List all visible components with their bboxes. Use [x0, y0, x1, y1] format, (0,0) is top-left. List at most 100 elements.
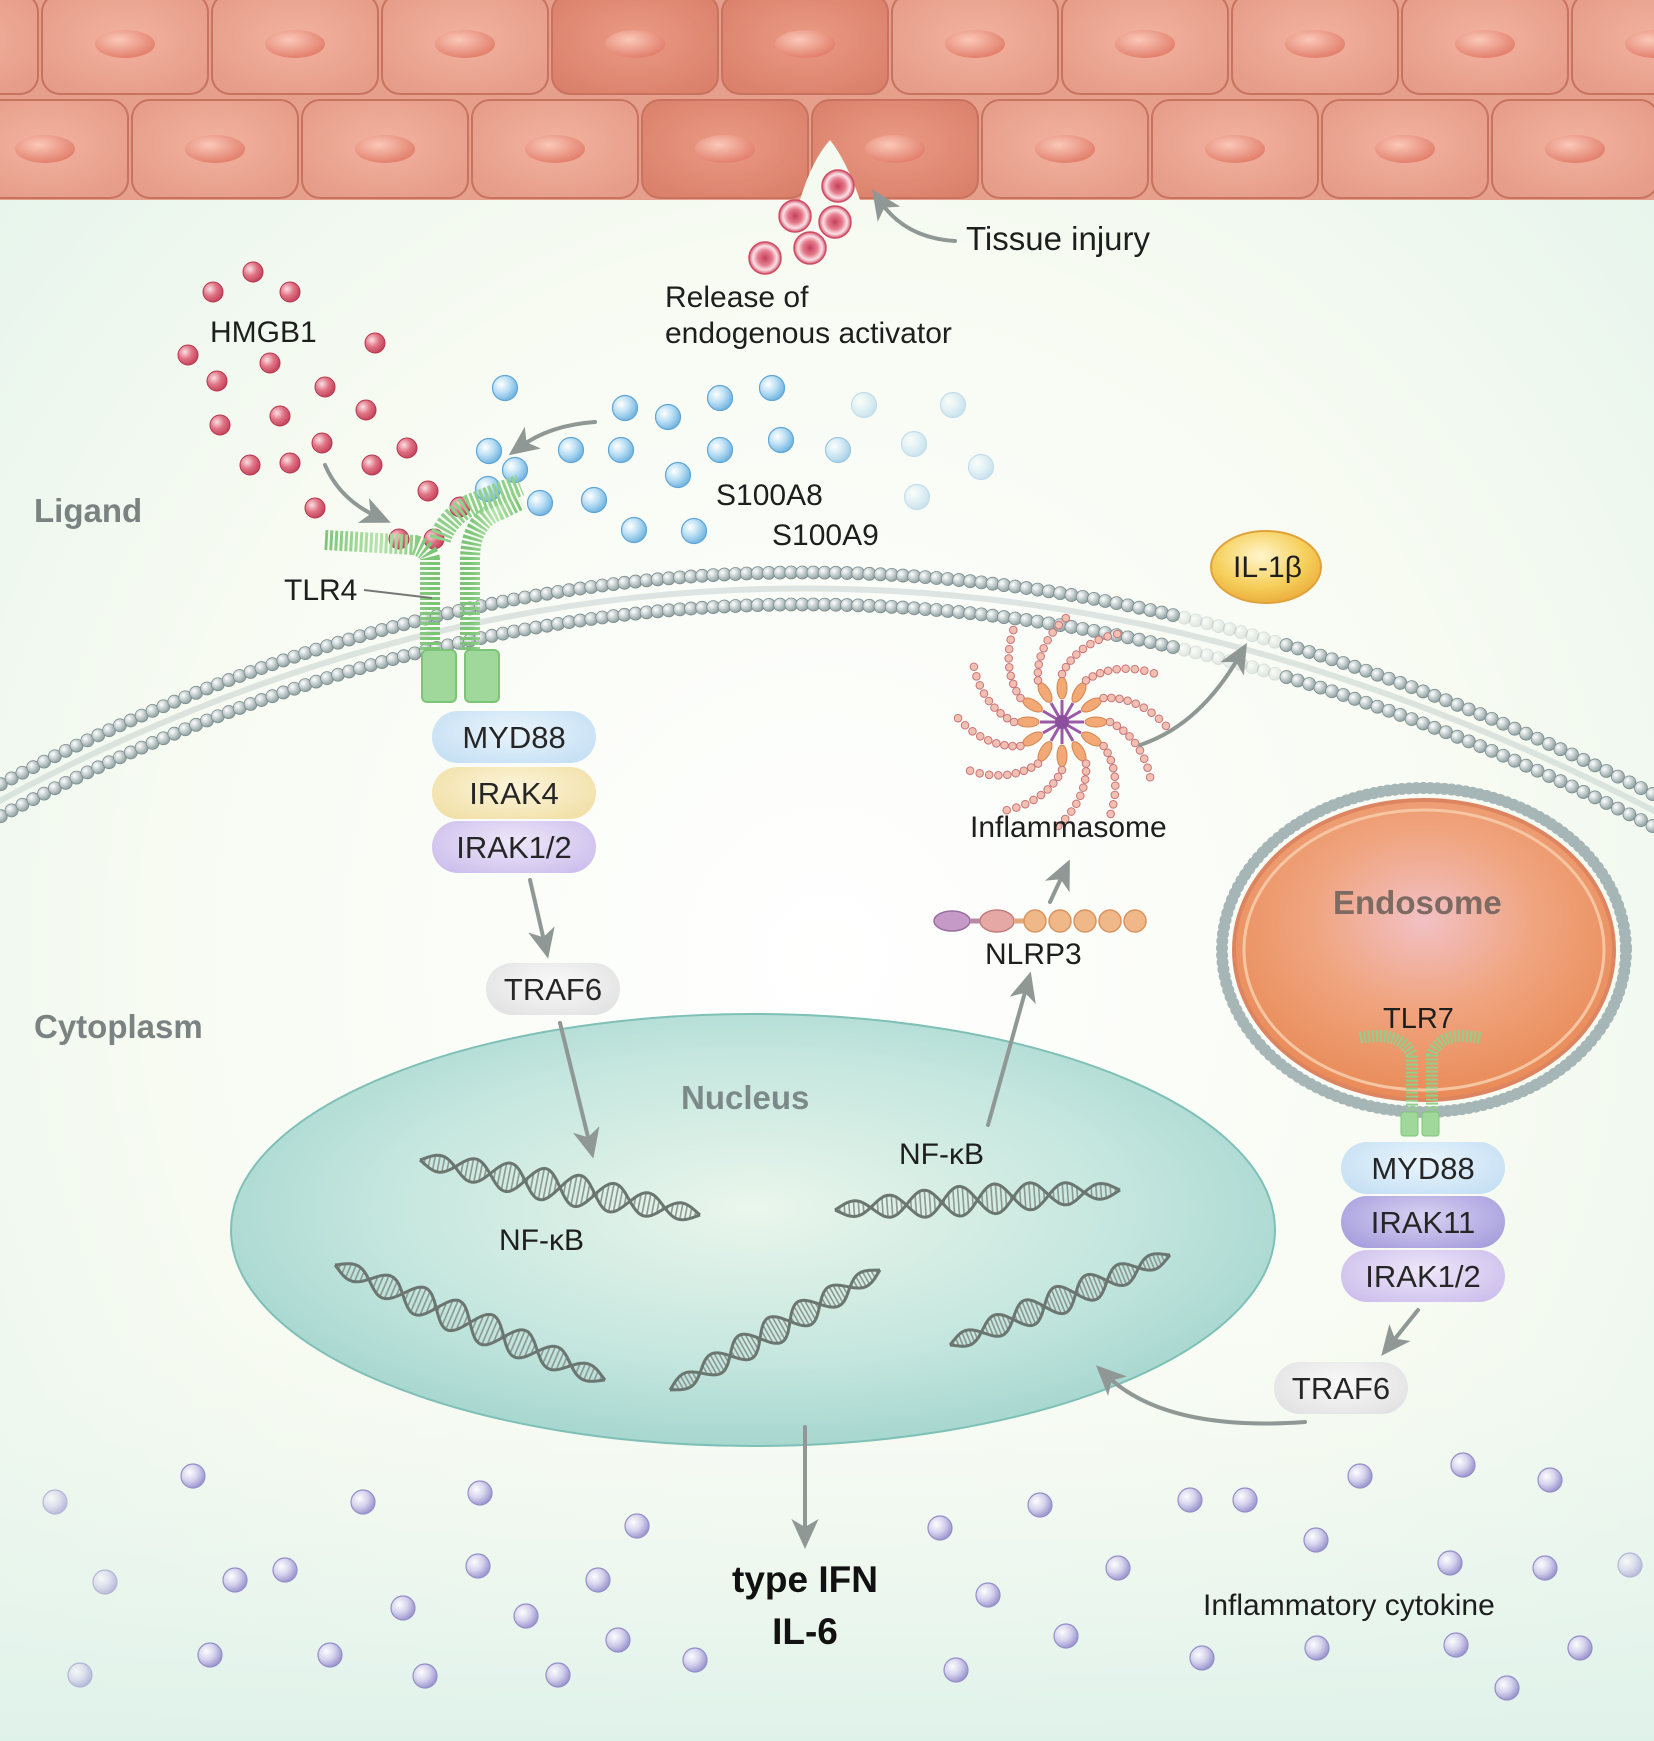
arrow-tissue-injury	[872, 189, 957, 243]
release-label-line1: Release of	[665, 281, 809, 314]
dna-strand	[419, 1153, 701, 1222]
cytokine-dot	[513, 1603, 539, 1629]
cytokine-dot	[465, 1553, 491, 1579]
cytokine-dot	[42, 1489, 68, 1515]
dna-strand	[333, 1262, 607, 1383]
hmgb1-dot	[311, 432, 333, 454]
arrow-traf6-to-nucleus	[558, 1021, 600, 1159]
membrane-bead	[1588, 790, 1602, 805]
inflammasome-arm	[1053, 721, 1091, 831]
nucleus-label: Nucleus	[681, 1079, 810, 1116]
membrane-bead	[1542, 769, 1556, 783]
inflammasome-arm	[1002, 722, 1068, 815]
tlr7-irak11-pill: IRAK11	[1341, 1196, 1505, 1248]
hmgb1-dot	[417, 480, 439, 502]
region-cytoplasm-label: Cytoplasm	[34, 1008, 203, 1045]
tissue-cell-nucleus	[95, 30, 155, 58]
hmgb1-dot	[202, 281, 224, 303]
membrane-bead	[1177, 610, 1192, 625]
membrane-bead	[1542, 737, 1556, 751]
membrane-bead	[1256, 663, 1271, 678]
dna-strand	[834, 1181, 1121, 1219]
inflammasome-core	[1055, 715, 1069, 729]
hmgb1-dot	[364, 332, 386, 354]
membrane-bead	[1030, 582, 1045, 597]
membrane-bead	[1087, 591, 1101, 606]
tissue-cell-nucleus	[435, 30, 495, 58]
cytokine-particles	[42, 1452, 1643, 1701]
tissue-cell	[1571, 0, 1654, 95]
membrane-bead	[1154, 637, 1169, 652]
tissue-cell-nucleus	[1035, 135, 1095, 163]
membrane-bead	[4, 803, 19, 818]
cytokine-dot	[390, 1595, 416, 1621]
tissue-cell-nucleus	[525, 135, 585, 163]
cytokine-dot	[1027, 1492, 1053, 1518]
s100-dot	[967, 453, 995, 481]
s100-dot	[824, 436, 852, 464]
membrane-bead	[1064, 588, 1079, 602]
type-ifn-label: type IFN	[732, 1559, 878, 1600]
cytokine-dot	[350, 1489, 376, 1515]
cytokine-dot	[222, 1567, 248, 1593]
cytokine-dot	[682, 1647, 708, 1673]
hmgb1-dot	[279, 452, 301, 474]
s100-dot	[607, 436, 635, 464]
membrane-bead	[1553, 774, 1568, 789]
membrane-bead	[1496, 716, 1511, 731]
tlr4-myd88-pill: MYD88	[432, 711, 596, 763]
hmgb1-dot	[209, 414, 231, 436]
membrane-bead	[1530, 763, 1545, 778]
il1b-bubble	[1210, 530, 1322, 604]
cytokine-dot	[943, 1657, 969, 1683]
inflammasome-arm	[1062, 716, 1155, 782]
s100-dot	[611, 394, 639, 422]
membrane-bead	[1645, 787, 1654, 801]
nfkb-right-label: NF-κB	[899, 1138, 984, 1171]
cytokine-dot	[1443, 1632, 1469, 1658]
endosome-label: Endosome	[1333, 884, 1502, 921]
membrane-bead	[1634, 813, 1648, 828]
nlrp3-label: NLRP3	[985, 938, 1082, 971]
membrane-bead	[1588, 758, 1602, 773]
dna-strand	[668, 1268, 882, 1392]
membrane-bead	[1622, 775, 1637, 790]
membrane-bead	[1098, 594, 1113, 608]
membrane-bead	[1599, 764, 1614, 778]
arrow-hmgb1-to-tlr4	[323, 463, 391, 523]
inflammasome-arm	[1033, 613, 1071, 723]
membrane-bead	[37, 754, 51, 769]
membrane-bead	[1030, 614, 1045, 629]
tissue-cell-nucleus	[1285, 30, 1345, 58]
hmgb1-dot	[239, 454, 261, 476]
endosome	[1216, 782, 1632, 1118]
cytokine-dot	[545, 1662, 571, 1688]
cytokine-dot	[1617, 1552, 1643, 1578]
cytokine-dot	[1304, 1635, 1330, 1661]
cytokine-dot	[467, 1480, 493, 1506]
membrane-bead	[1064, 620, 1079, 634]
cytokine-dot	[1537, 1467, 1563, 1493]
arrow-s100-to-tlr4	[508, 420, 597, 456]
tissue-layer	[0, 0, 1654, 200]
membrane-bead	[1154, 605, 1169, 620]
membrane-bead	[4, 771, 19, 786]
hmgb1-dot	[361, 454, 383, 476]
membrane-bead	[1599, 796, 1614, 810]
hmgb1-dot	[279, 281, 301, 303]
membrane-bead	[1565, 747, 1579, 762]
tissue-cell-nucleus	[1205, 135, 1265, 163]
membrane-bead	[1507, 753, 1522, 768]
membrane-bead	[1611, 769, 1625, 784]
cytokine-dot	[92, 1569, 118, 1595]
tlr4-irak4-pill: IRAK4	[432, 767, 596, 819]
membrane-bead	[26, 792, 41, 807]
membrane-bead	[1279, 638, 1294, 652]
tlr4-label: TLR4	[284, 574, 358, 607]
il6-label: IL-6	[772, 1611, 838, 1652]
membrane-bead	[1087, 623, 1101, 638]
s100-dot	[706, 384, 734, 412]
tissue-cell-nucleus	[15, 135, 75, 163]
pathway-arrows	[323, 189, 1420, 1549]
cytokine-dot	[1567, 1635, 1593, 1661]
